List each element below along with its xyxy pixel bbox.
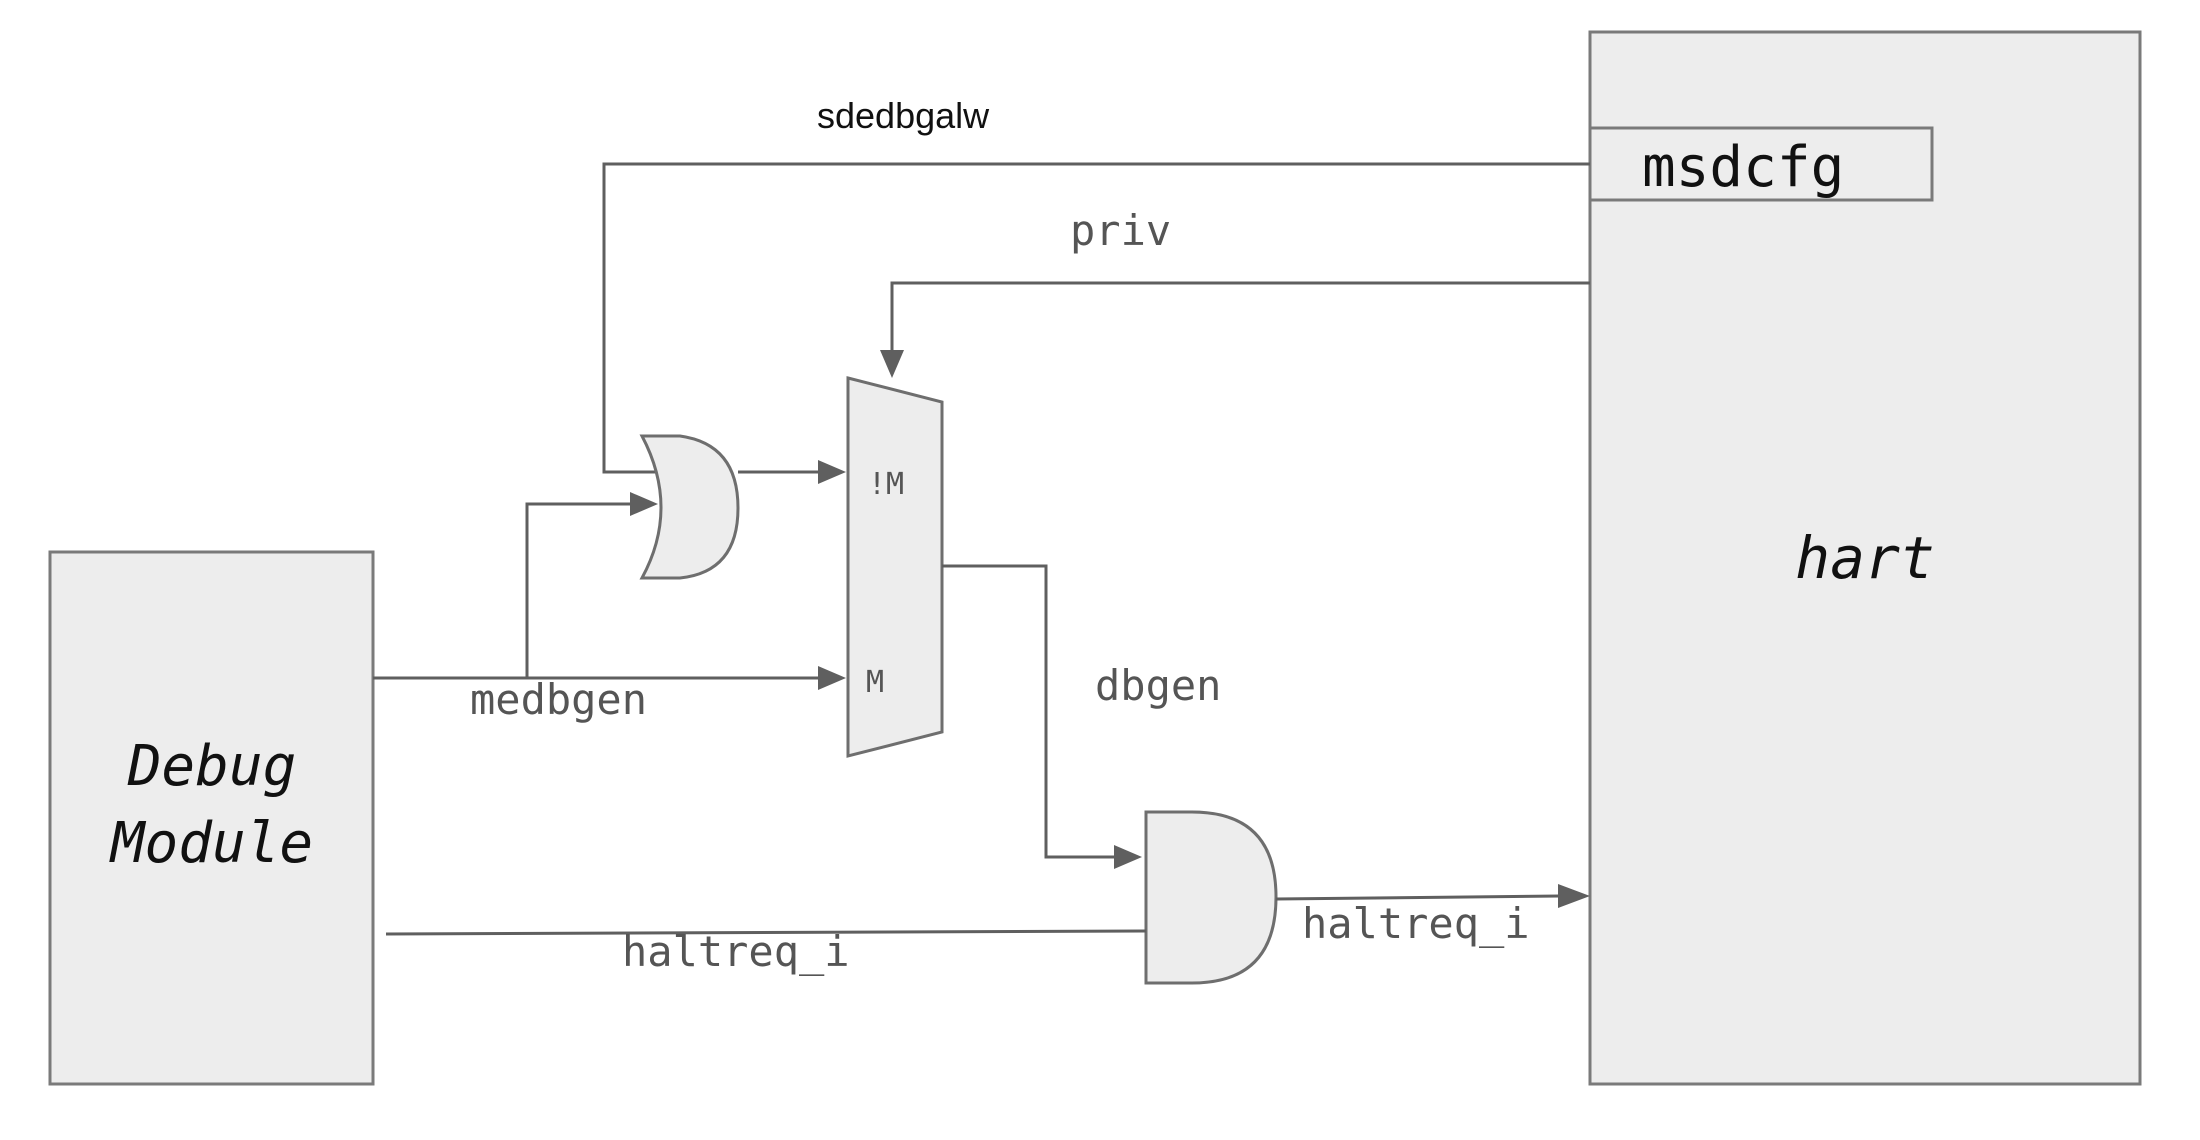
or-to-mux-wire <box>738 460 846 484</box>
haltreq-input-wire: haltreq_i <box>385 927 1147 976</box>
haltreq-output-line <box>1275 894 1561 901</box>
haltreq-output-wire: haltreq_i <box>1275 884 1590 948</box>
or-gate <box>639 434 740 580</box>
priv-line <box>890 281 1590 352</box>
hart-box <box>1588 30 2142 1086</box>
hart-label: hart <box>1795 524 1935 592</box>
mux-input-not-m-label: !M <box>868 467 904 502</box>
and-gate-shape <box>1144 810 1278 985</box>
or-output-arrowhead <box>818 460 846 484</box>
sdedbgalw-line <box>602 162 1590 474</box>
medbgen-arrowhead <box>818 666 846 690</box>
dbgen-arrowhead <box>1114 845 1142 869</box>
mux-input-m-label: M <box>866 665 884 700</box>
debug-module-box <box>48 550 375 1086</box>
haltreq-input-line <box>385 929 1147 936</box>
medbgen-branch-arrowhead <box>630 492 658 516</box>
medbgen-branch-to-or <box>525 492 658 678</box>
priv-arrowhead <box>880 350 904 378</box>
haltreq-output-arrowhead <box>1558 884 1590 908</box>
debug-module-label-line2: Module <box>109 811 313 876</box>
dbgen-wire: dbgen <box>942 564 1221 869</box>
mux-shape <box>846 376 944 758</box>
or-gate-shape <box>639 434 740 580</box>
msdcfg-label: msdcfg <box>1642 135 1844 200</box>
msdcfg-register: msdcfg <box>1588 126 1934 202</box>
msdcfg-box <box>1588 126 1934 202</box>
multiplexer: !M M <box>846 376 944 758</box>
hart-block: hart <box>1588 30 2142 1086</box>
medbgen-branch-line <box>525 502 632 678</box>
debug-module-block: Debug Module <box>48 550 375 1086</box>
debug-module-label-line1: Debug <box>127 734 297 799</box>
sdedbgalw-label: sdedbgalw <box>817 95 990 136</box>
medbgen-wire: medbgen <box>373 666 846 724</box>
priv-label: priv <box>1070 206 1171 255</box>
sdedbgalw-wire: sdedbgalw <box>602 95 1590 474</box>
haltreq-input-label: haltreq_i <box>622 927 850 976</box>
dbgen-line <box>942 564 1116 859</box>
and-gate <box>1144 810 1278 985</box>
priv-wire: priv <box>880 206 1590 378</box>
dbgen-label: dbgen <box>1095 661 1221 710</box>
medbgen-label: medbgen <box>470 675 647 724</box>
haltreq-output-label: haltreq_i <box>1302 899 1530 948</box>
